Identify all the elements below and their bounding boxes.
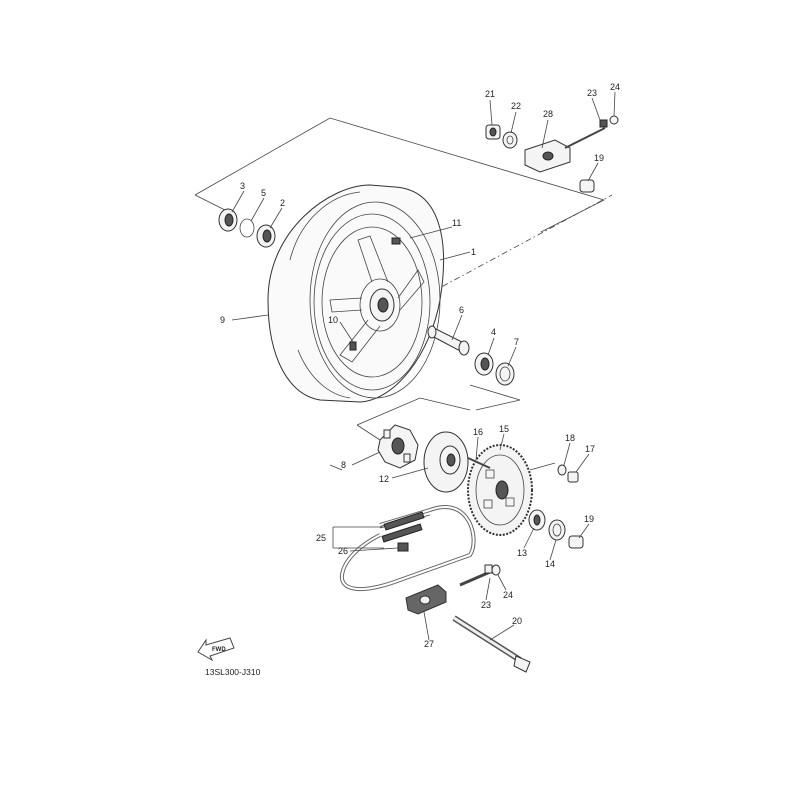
fwd-label: FWD	[212, 647, 226, 653]
leader-lines	[231, 91, 616, 641]
locknut-lower	[491, 564, 501, 576]
part-label-24-upper: 24	[610, 82, 620, 92]
part-label-4: 4	[491, 327, 496, 337]
adjusting-bolt-lower	[459, 564, 493, 587]
part-label-14: 14	[545, 559, 555, 569]
part-label-22: 22	[511, 101, 521, 111]
part-label-23-upper: 23	[587, 88, 597, 98]
part-label-12: 12	[379, 474, 389, 484]
part-label-6: 6	[459, 305, 464, 315]
collar-17	[567, 471, 579, 483]
part-label-10: 10	[328, 315, 338, 325]
part-label-23-lower: 23	[481, 600, 491, 610]
rear-tire	[267, 184, 445, 403]
part-label-17: 17	[585, 444, 595, 454]
left-bearing-set	[218, 208, 276, 248]
part-label-19-lower: 19	[584, 514, 594, 524]
part-label-5: 5	[261, 188, 266, 198]
part-number-labels: 3 5 2 9 11 1 10 6 4 7 21 22 28 23 24 19 …	[220, 82, 620, 649]
sprocket-assembly-frame	[329, 397, 556, 471]
rear-wheel-rim	[321, 226, 425, 378]
part-label-8: 8	[341, 460, 346, 470]
rear-axle	[452, 615, 531, 673]
part-label-19-upper: 19	[594, 153, 604, 163]
wheel-collar	[427, 325, 470, 356]
forward-arrow-icon: FWD	[197, 637, 235, 662]
part-label-2: 2	[280, 198, 285, 208]
part-label-1: 1	[471, 247, 476, 257]
part-label-26: 26	[338, 546, 348, 556]
part-label-16: 16	[473, 427, 483, 437]
lower-chain-puller	[405, 584, 447, 615]
part-label-27: 27	[424, 639, 434, 649]
part-label-18: 18	[565, 433, 575, 443]
bearing-4	[474, 352, 494, 376]
chain-segment	[381, 511, 425, 543]
collar-19-lower	[568, 535, 584, 549]
wheel-damper	[377, 424, 419, 469]
part-label-3: 3	[240, 181, 245, 191]
part-label-24-lower: 24	[503, 590, 513, 600]
part-label-15: 15	[499, 424, 509, 434]
seal-7	[495, 362, 515, 386]
chain-joint	[397, 542, 409, 552]
bearing-13	[528, 509, 546, 531]
sprocket-nut	[557, 464, 567, 476]
part-label-7: 7	[514, 337, 519, 347]
part-label-11: 11	[452, 218, 461, 228]
part-label-25: 25	[316, 533, 326, 543]
sprocket-bolt	[467, 457, 491, 469]
sprocket-hub	[423, 431, 469, 493]
part-label-13: 13	[517, 548, 527, 558]
part-label-9: 9	[220, 315, 225, 325]
seal-14	[548, 519, 566, 541]
diagram-code: 13SL300-J310	[205, 667, 261, 677]
part-label-21: 21	[485, 89, 495, 99]
part-label-20: 20	[512, 616, 522, 626]
drive-chain	[339, 505, 476, 592]
part-label-28: 28	[543, 109, 553, 119]
upper-chain-puller	[485, 115, 619, 193]
rear-sprocket	[467, 444, 533, 536]
